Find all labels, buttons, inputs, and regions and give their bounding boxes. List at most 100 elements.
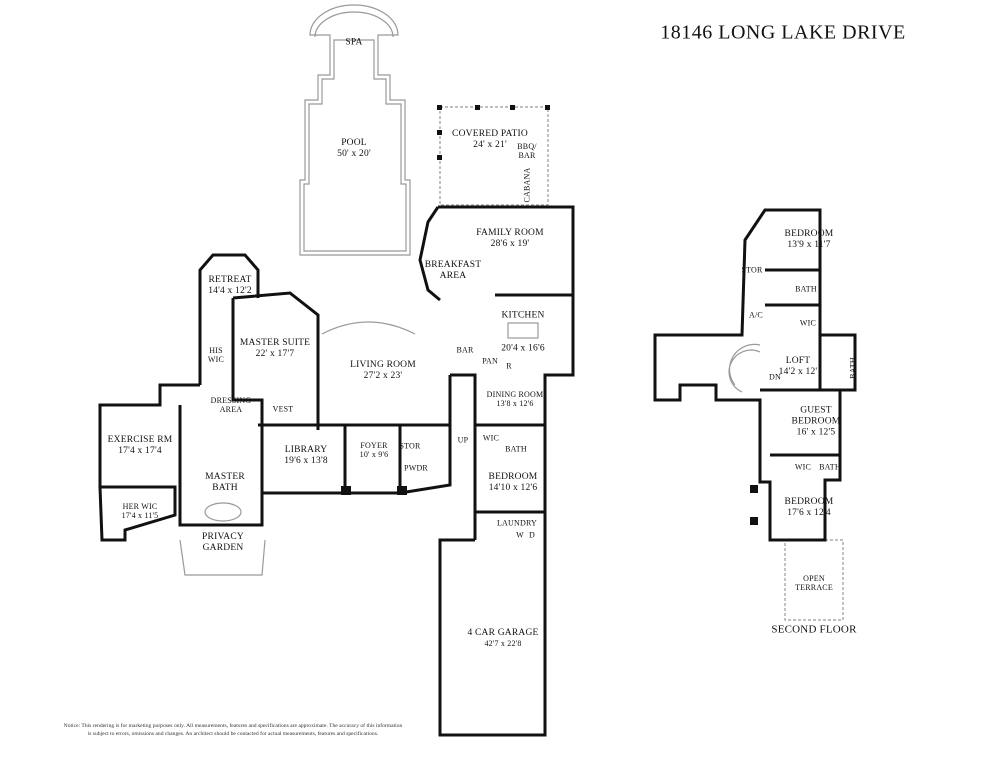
label-line: BREAKFAST <box>424 260 482 270</box>
label-line: WIC <box>207 355 225 364</box>
label-line: OPEN <box>803 574 825 583</box>
room-name: BEDROOM <box>488 472 538 482</box>
room-name: BEDROOM <box>784 497 834 507</box>
label-line: BBQ/ <box>517 142 537 151</box>
room-size: 14'2 x 12' <box>778 367 818 377</box>
room-size: 42'7 x 22'8 <box>484 639 522 648</box>
second-floor-heading: SECOND FLOOR <box>771 623 857 636</box>
room-size: 27'2 x 23' <box>363 371 403 381</box>
room-size: 14'4 x 12'2 <box>208 286 252 296</box>
notice-line: is subject to errors, omissions and chan… <box>87 731 379 737</box>
room-size: 10' x 9'6 <box>359 450 389 459</box>
label-line: HIS <box>209 346 223 355</box>
room-name: BEDROOM <box>784 229 834 239</box>
ac-label: A/C <box>749 310 763 320</box>
vest-label: VEST <box>272 404 294 414</box>
room-size: 14'10 x 12'6 <box>488 483 538 493</box>
label-line: TERRACE <box>795 583 833 592</box>
upstairs-wic-1-label: WIC <box>799 318 817 328</box>
room-size: 19'6 x 13'8 <box>284 456 328 466</box>
label-line: AREA <box>219 405 243 414</box>
stair-up-label: UP <box>457 435 469 445</box>
label-line: AREA <box>439 271 467 281</box>
laundry-label: LAUNDRY <box>496 518 538 528</box>
upstairs-bath-2-label: BATH <box>848 357 858 379</box>
room-name: POOL <box>341 138 367 148</box>
label-line: BAR <box>518 151 536 160</box>
refrigerator-label: R <box>506 361 512 371</box>
room-name: LOFT <box>785 356 811 366</box>
label-line: MASTER <box>205 472 245 482</box>
room-name: GUEST <box>800 405 832 416</box>
room-name: BEDROOM <box>791 416 841 427</box>
bbq-bar-label: BBQ/BAR <box>517 142 536 160</box>
spa-label: SPA <box>345 37 363 48</box>
room-size: 50' x 20' <box>337 149 371 159</box>
dryer-label: D <box>529 530 535 540</box>
stair-down-label: DN <box>769 372 781 382</box>
pool-outline <box>299 4 411 256</box>
stor-label: STOR <box>399 441 421 451</box>
wic-label: WIC <box>482 433 500 443</box>
label-line: BATH <box>212 483 238 493</box>
powder-label: PWDR <box>404 463 428 473</box>
upstairs-wic-2-label: WIC <box>794 462 812 472</box>
upstairs-stor-label: STOR <box>741 265 763 275</box>
cabana-label: CABANA <box>522 167 532 203</box>
room-name: COVERED PATIO <box>452 129 528 139</box>
room-size: 17'4 x 11'5 <box>121 511 159 520</box>
bar-label: BAR <box>456 345 474 355</box>
room-size: 13'9 x 11'7 <box>787 240 831 250</box>
label-line: PRIVACY <box>202 532 244 542</box>
room-name: EXERCISE RM <box>107 435 173 445</box>
property-title: 18146 LONG LAKE DRIVE <box>660 21 906 44</box>
main-house-outline-east <box>438 205 575 737</box>
room-size: 24' x 21' <box>473 140 507 150</box>
second-floor-outline <box>653 208 857 542</box>
room-size: 22' x 17'7 <box>255 349 295 359</box>
room-size: 16' x 12'5 <box>796 427 836 438</box>
room-name: RETREAT <box>208 275 252 285</box>
room-name: 4 CAR GARAGE <box>467 628 539 638</box>
upstairs-bath-1-label: BATH <box>795 284 817 294</box>
open-terrace-outline <box>784 539 844 621</box>
kitchen-size: 20'4 x 16'6 <box>501 343 545 354</box>
bath-label: BATH <box>505 444 527 454</box>
room-name: FOYER <box>360 441 388 450</box>
pantry-label: PAN <box>482 356 498 366</box>
room-size: 13'8 x 12'6 <box>496 399 534 408</box>
room-name: LIBRARY <box>284 445 328 455</box>
room-size: 17'6 x 12'4 <box>787 508 831 518</box>
upstairs-bath-3-label: BATH <box>819 462 841 472</box>
room-name: MASTER SUITE <box>239 338 311 348</box>
notice-line: Notice: This rendering is for marketing … <box>63 723 403 729</box>
kitchen-label: KITCHEN <box>501 310 545 321</box>
room-name: HER WIC <box>122 502 158 511</box>
label-line: DRESSING <box>210 396 252 405</box>
room-size: 17'4 x 17'4 <box>118 446 162 456</box>
washer-label: W <box>516 530 524 540</box>
room-size: 28'6 x 19' <box>490 239 530 249</box>
